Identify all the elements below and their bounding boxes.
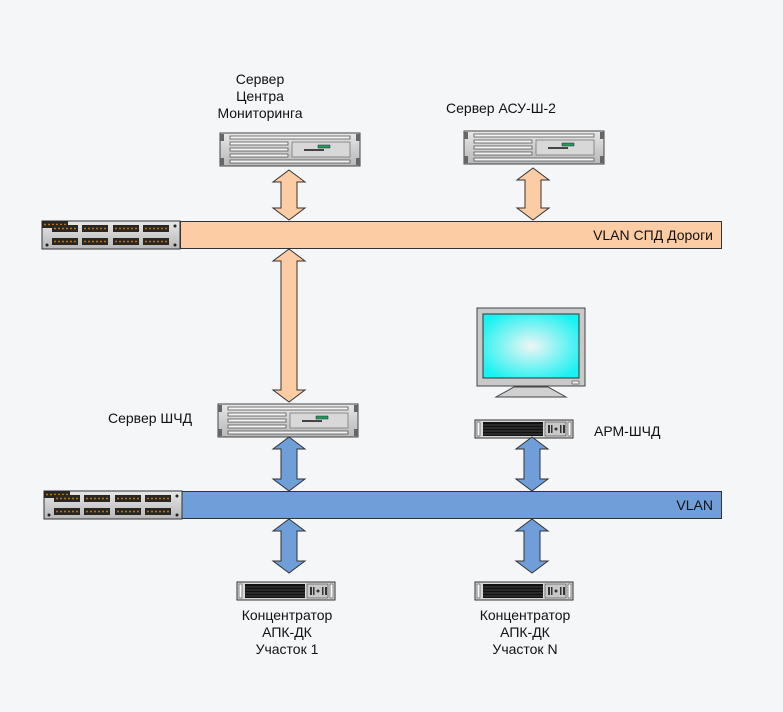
label-line: Участок 1: [255, 641, 319, 657]
concentrator-1-label: Концентратор АПК-ДК Участок 1: [217, 607, 357, 658]
label-line: Сервер: [235, 71, 285, 87]
server-asu-label: Сервер АСУ-Ш-2: [446, 100, 556, 116]
label-line: Концентратор: [479, 607, 571, 623]
server-shchd-label: Сервер ШЧД: [108, 410, 193, 426]
arm-shchd-label: АРМ-ШЧД: [594, 423, 661, 439]
vlan-spd-bus: VLAN СПД Дороги: [180, 221, 722, 249]
label-line: Участок N: [492, 641, 558, 657]
arrow-asu-to-spd: [515, 167, 551, 221]
arrow-vlan-to-concentrator-1: [271, 518, 307, 574]
vlan-spd-label: VLAN СПД Дороги: [593, 227, 713, 243]
label-line: АПК-ДК: [262, 624, 312, 640]
arrow-spd-to-shchd: [271, 248, 307, 403]
label-line: Концентратор: [241, 607, 333, 623]
workstation-monitor-icon[interactable]: [476, 307, 588, 403]
vlan-label: VLAN: [676, 497, 713, 513]
server-monitoring-label: Сервер Центра Мониторинга: [200, 71, 320, 122]
arrow-vlan-to-concentrator-n: [514, 518, 550, 574]
label-line: Мониторинга: [217, 105, 303, 121]
vlan-bus: VLAN: [180, 491, 722, 519]
arrow-monitoring-to-spd: [271, 169, 307, 221]
label-line: АПК-ДК: [500, 624, 550, 640]
label-line: Центра: [236, 88, 284, 104]
arrow-shchd-to-vlan: [271, 436, 307, 492]
arrow-arm-to-vlan: [514, 436, 550, 492]
concentrator-n-label: Концентратор АПК-ДК Участок N: [455, 607, 595, 658]
